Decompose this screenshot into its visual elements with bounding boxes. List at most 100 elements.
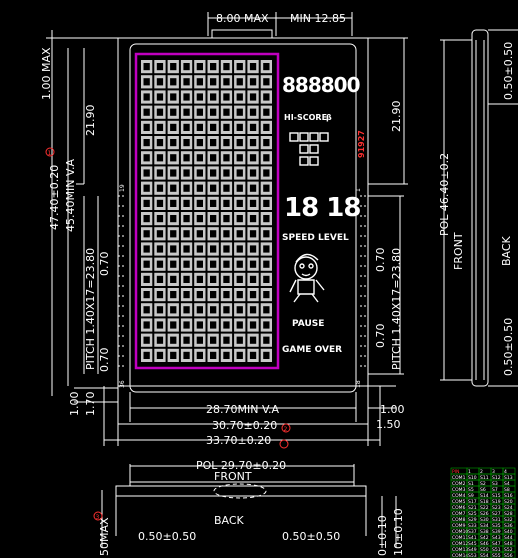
lcd-pixel-inner <box>223 275 230 283</box>
lcd-pixel-inner <box>156 169 164 177</box>
lcd-pixel-inner <box>223 63 230 71</box>
table-cell-text: S47 <box>492 541 501 547</box>
lcd-pixel-inner <box>156 351 164 359</box>
lcd-pixel-inner <box>196 260 203 268</box>
table-cell-text: S11 <box>480 475 489 481</box>
dim-bottom-pol: POL 29.70±0.20 <box>196 459 286 472</box>
lcd-pixel-inner <box>196 336 203 344</box>
table-cell-text: S4 <box>504 481 510 487</box>
table-cell-text: COM12 <box>452 541 468 547</box>
table-cell-text: COM5 <box>452 499 466 505</box>
dim-inner-21-left: 21.90 <box>84 105 97 137</box>
next-piece-icon <box>289 132 329 166</box>
lcd-pixel-inner <box>236 291 243 299</box>
lcd-pixel-inner <box>210 123 217 131</box>
table-cell-text: S51 <box>492 547 501 553</box>
lcd-pixel-inner <box>196 139 203 147</box>
lcd-pixel-inner <box>143 78 150 86</box>
table-cell-text: S55 <box>492 553 501 558</box>
table-cell-text: S31 <box>492 517 501 523</box>
lcd-pixel-inner <box>196 291 203 299</box>
lcd-pixel-inner <box>263 93 270 101</box>
table-cell-text: 3 <box>492 469 495 475</box>
lcd-pixel-inner <box>223 306 230 314</box>
table-cell-text: S5 <box>468 487 474 493</box>
lcd-pixel-inner <box>183 230 190 238</box>
table-cell-text: S38 <box>480 529 489 535</box>
lcd-pixel-inner <box>249 230 257 238</box>
table-cell-text: S56 <box>504 553 513 558</box>
table-cell-text: S8 <box>504 487 510 493</box>
table-cell-text: S16 <box>504 493 513 499</box>
table-cell-text: S27 <box>492 511 501 517</box>
dim-left-bottom-170: 1.70 <box>84 392 97 417</box>
lcd-pixel-inner <box>196 275 203 283</box>
table-cell-text: S36 <box>504 523 513 529</box>
lcd-pixel-inner <box>170 230 177 238</box>
lcd-pixel-inner <box>236 108 243 116</box>
lcd-pixel-inner <box>249 123 257 131</box>
dim-right-070-b: 0.70 <box>374 324 387 349</box>
lcd-pixel-inner <box>249 78 257 86</box>
table-cell-text: S17 <box>468 499 477 505</box>
lcd-pixel-inner <box>183 169 190 177</box>
dim-width-3070: 30.70±0.20 <box>212 419 277 432</box>
pin-19-label: 19 <box>119 184 126 192</box>
lcd-pixel-inner <box>196 123 203 131</box>
lcd-pixel-inner <box>170 78 177 86</box>
table-cell-text: S15 <box>492 493 501 499</box>
table-cell-text: S25 <box>468 511 477 517</box>
table-cell-text: S29 <box>468 517 477 523</box>
lcd-pixel-inner <box>156 260 164 268</box>
lcd-pixel-inner <box>156 245 164 253</box>
table-cell-text: COM4 <box>452 493 466 499</box>
table-cell-text: COM3 <box>452 487 466 493</box>
table-cell <box>502 551 516 558</box>
pin-18-label: 18 <box>355 380 362 388</box>
lcd-pixel-inner <box>170 291 177 299</box>
lcd-pixel-inner <box>263 139 270 147</box>
lcd-pixel-inner <box>143 245 150 253</box>
lcd-pixel-inner <box>170 336 177 344</box>
dim-bottom-left: 0.50±0.50 <box>138 530 196 543</box>
table-cell-text: COM6 <box>452 505 466 511</box>
lcd-pixel-inner <box>170 351 177 359</box>
lcd-pixel-inner <box>249 336 257 344</box>
display-frame <box>134 52 280 370</box>
lcd-pixel-inner <box>170 93 177 101</box>
lcd-pixel-inner <box>183 78 190 86</box>
lcd-pixel-inner <box>236 306 243 314</box>
dim-top-min: MIN 12.85 <box>290 12 346 25</box>
lcd-pixel-inner <box>223 351 230 359</box>
lcd-pixel-inner <box>236 139 243 147</box>
top-lines <box>207 12 353 36</box>
dim-width-3370: 33.70±0.20 <box>206 434 271 447</box>
lcd-pixel-inner <box>263 63 270 71</box>
main-outline <box>117 29 369 393</box>
table-cell-text: S3 <box>492 481 498 487</box>
pause-label: PAUSE <box>292 319 324 329</box>
lcd-pixel-inner <box>249 306 257 314</box>
lcd-pixel-inner <box>156 108 164 116</box>
marker-1-icon <box>45 147 55 157</box>
table-cell-text: COM1 <box>452 475 466 481</box>
lcd-pixel-inner <box>170 245 177 253</box>
lcd-pixel-inner <box>223 93 230 101</box>
lcd-pixel-inner <box>196 108 203 116</box>
lcd-pixel-inner <box>263 78 270 86</box>
dim-right-070-a: 0.70 <box>374 248 387 273</box>
table-cell-text: S48 <box>504 541 513 547</box>
table-cell-text: S28 <box>504 511 513 517</box>
lcd-pixel-inner <box>223 321 230 329</box>
side-back-label: BACK <box>500 235 513 266</box>
table-cell-text: S19 <box>492 499 501 505</box>
dim-side-top: 0.50±0.50 <box>502 42 515 100</box>
lcd-pixel-inner <box>183 139 190 147</box>
lcd-pixel-inner <box>249 275 257 283</box>
table-cell-text: S26 <box>480 511 489 517</box>
lcd-pixel-inner <box>143 291 150 299</box>
table-cell-text: S35 <box>492 523 501 529</box>
table-cell-text: S30 <box>480 517 489 523</box>
lcd-pixel-inner <box>263 275 270 283</box>
